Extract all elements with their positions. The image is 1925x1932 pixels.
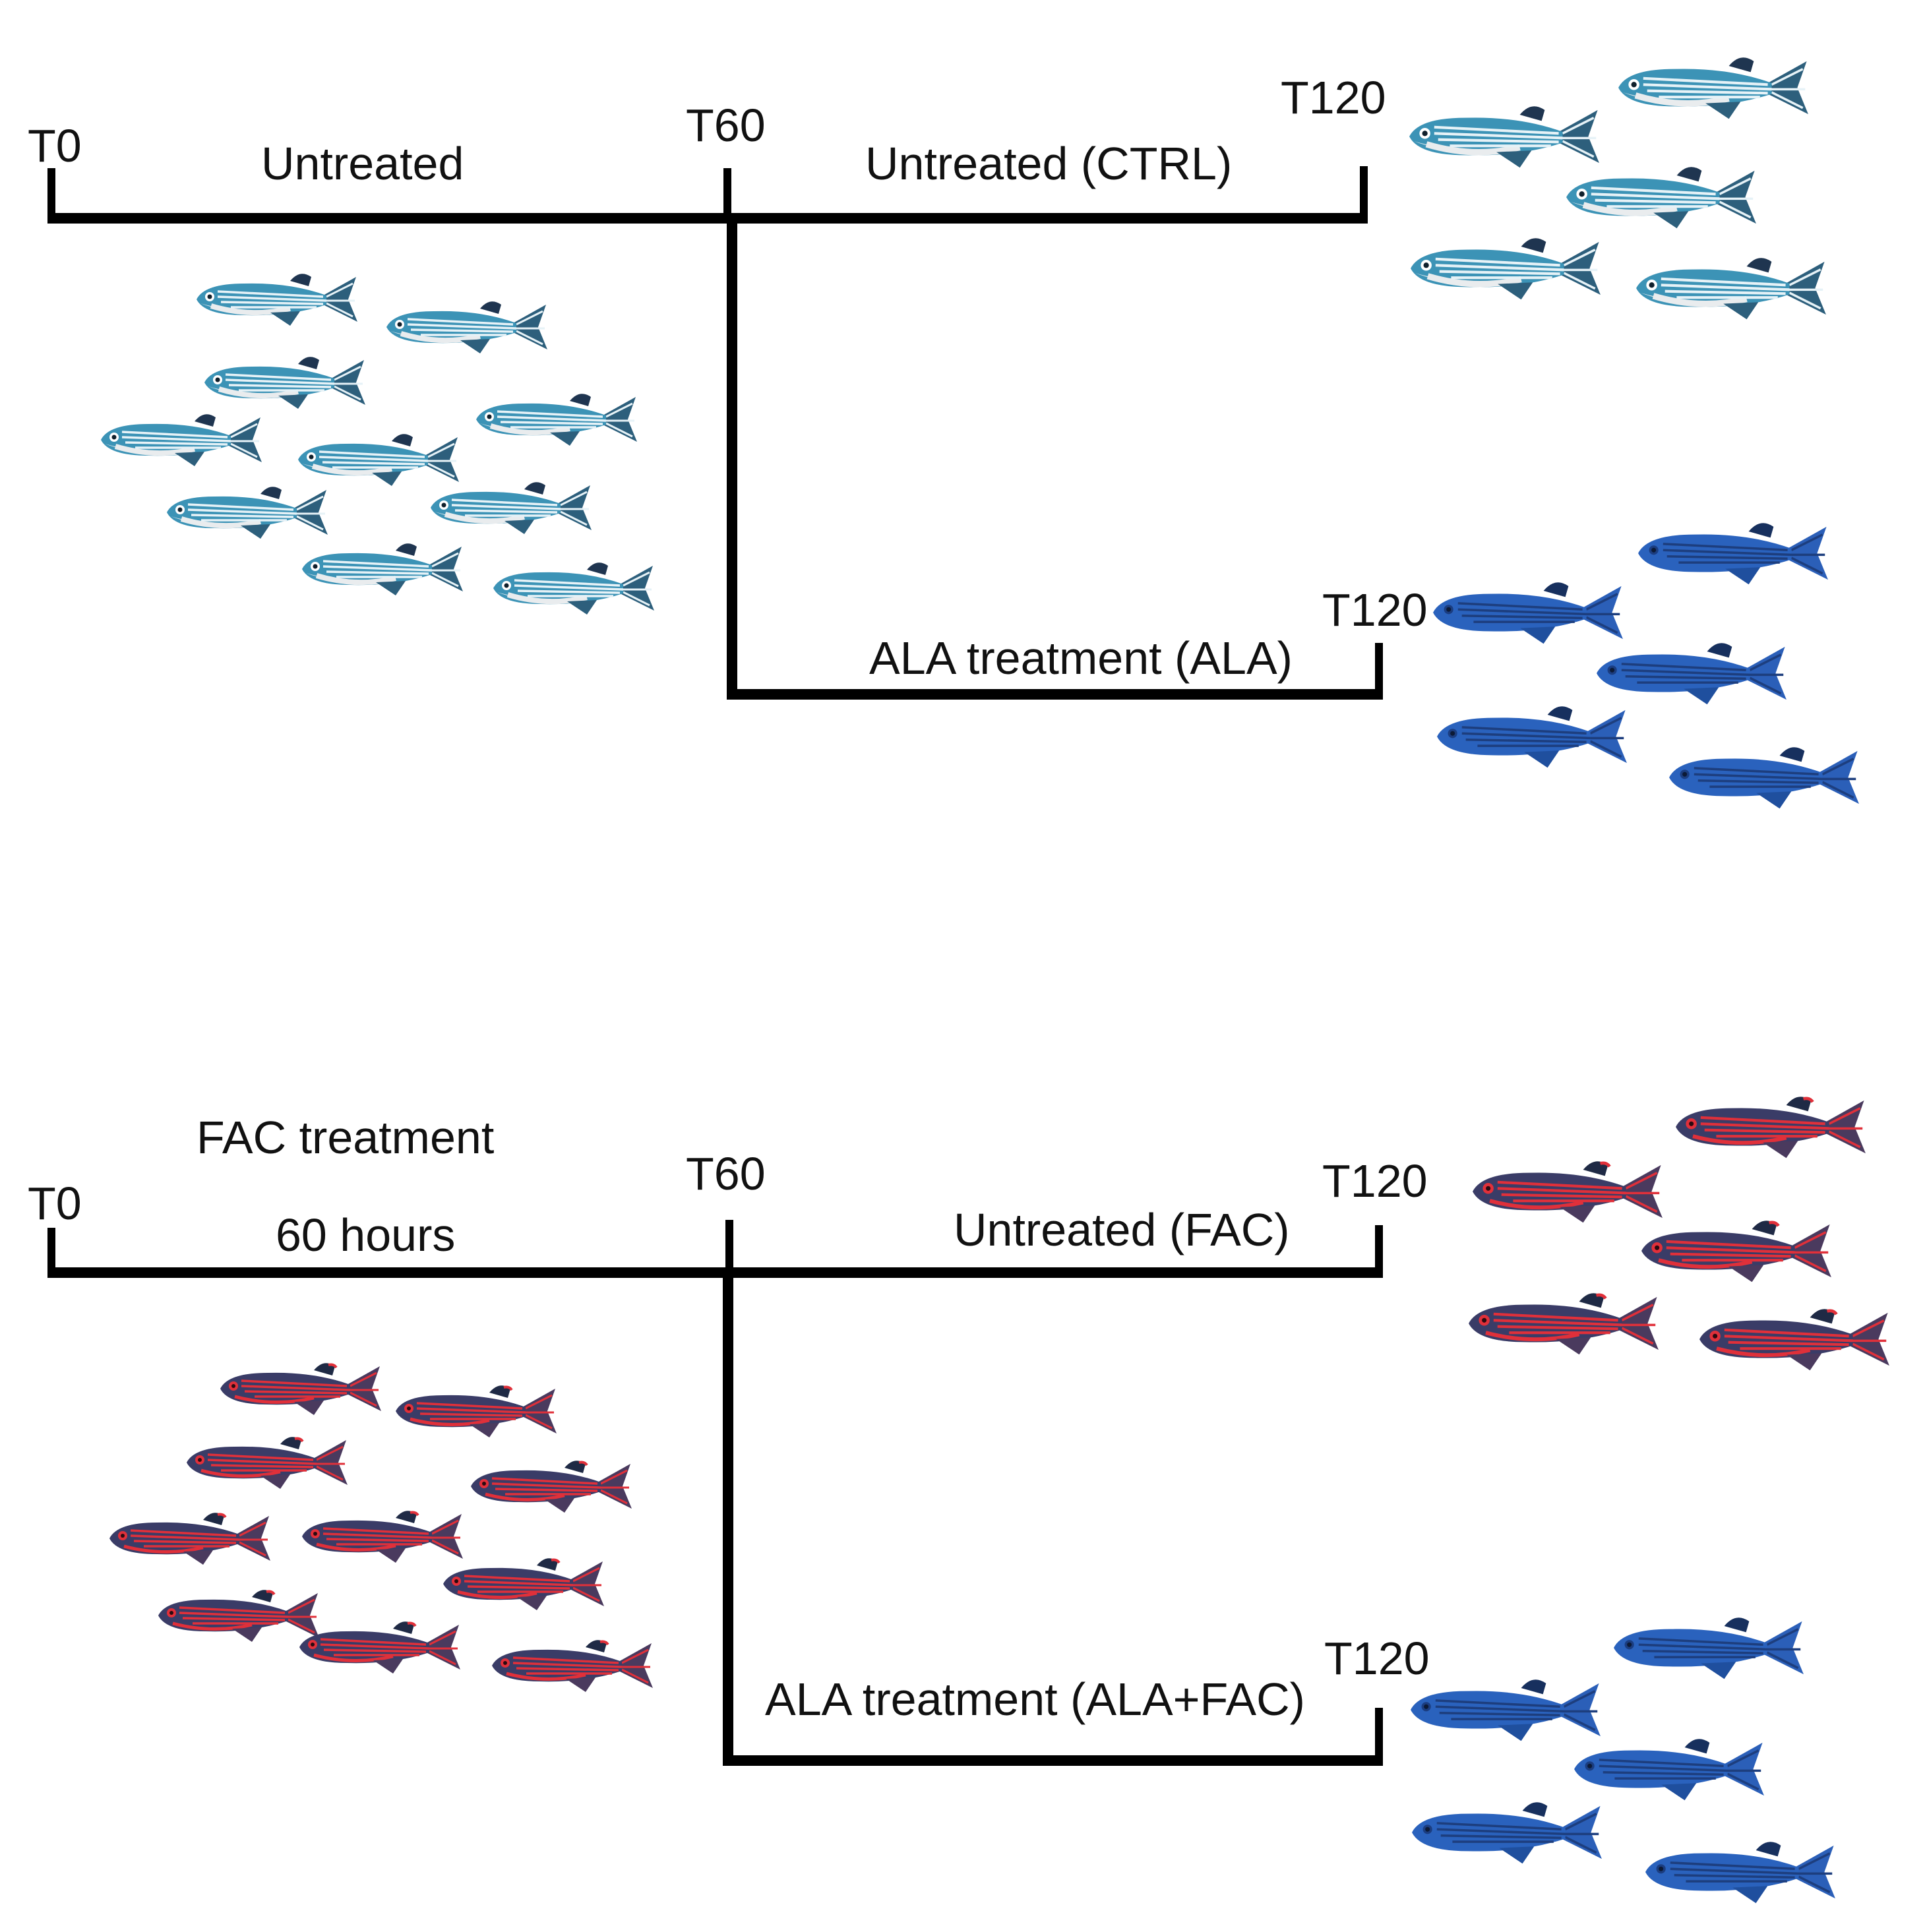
bottom-branch-vertical	[723, 1267, 733, 1765]
top-t0-tick	[47, 168, 55, 224]
zebrafish-ala-icon	[1411, 1801, 1603, 1865]
bottom-t0-tick	[47, 1228, 55, 1278]
bottom-t60-tick	[725, 1220, 733, 1278]
top-branch-ctrl-label: Untreated (CTRL)	[865, 138, 1233, 189]
top-branch-ala-line	[727, 689, 1383, 700]
top-branch-ala-label: ALA treatment (ALA)	[869, 632, 1293, 684]
bottom-branch-fac-label: Untreated (FAC)	[954, 1204, 1290, 1255]
top-phase1-label: Untreated	[261, 138, 464, 189]
bottom-t120-fac-label: T120	[1322, 1155, 1428, 1207]
zebrafish-ala-icon	[1644, 1840, 1837, 1904]
bottom-branch-alafac-line	[723, 1755, 1383, 1766]
bottom-phase1-label: FAC treatment	[197, 1112, 495, 1163]
zebrafish-ala-icon	[1409, 1678, 1602, 1742]
top-main-timeline	[47, 213, 1368, 224]
bottom-t60-label: T60	[686, 1148, 766, 1199]
bottom-t120-fac-tick	[1375, 1225, 1383, 1278]
top-t120-ctrl-label: T120	[1281, 72, 1386, 123]
bottom-t0-label: T0	[28, 1178, 82, 1229]
bottom-t120-alafac-label: T120	[1324, 1633, 1430, 1684]
bottom-branch-alafac-label: ALA treatment (ALA+FAC)	[765, 1674, 1305, 1725]
top-t60-label: T60	[686, 100, 766, 151]
top-t120-ctrl-tick	[1360, 166, 1368, 224]
top-t0-label: T0	[28, 120, 82, 171]
top-t120-ala-tick	[1375, 643, 1383, 700]
bottom-main-timeline	[47, 1267, 1383, 1278]
top-t60-tick	[723, 168, 731, 224]
zebrafish-ala-icon	[1573, 1737, 1765, 1801]
top-t120-ala-label: T120	[1322, 584, 1428, 636]
top-branch-vertical	[727, 213, 737, 700]
zebrafish-ala-icon	[1612, 1616, 1805, 1680]
bottom-t120-alafac-tick	[1375, 1708, 1383, 1766]
bottom-phase1-sublabel: 60 hours	[276, 1209, 456, 1261]
